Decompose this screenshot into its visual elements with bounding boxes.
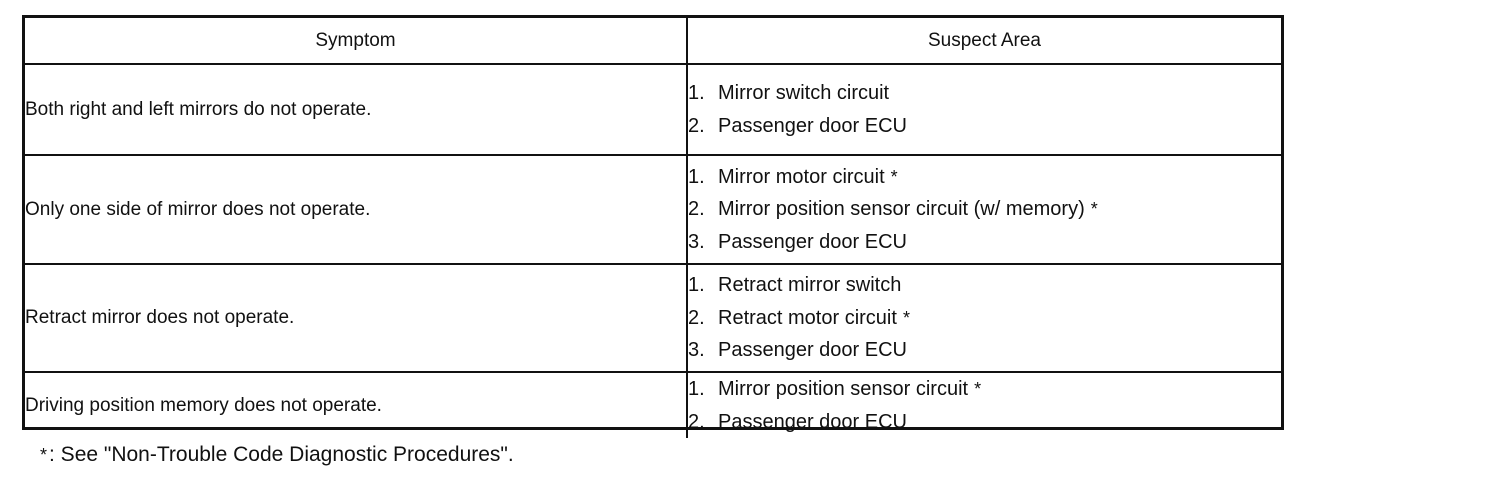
asterisk-icon: * xyxy=(890,166,898,187)
item-text: Mirror switch circuit xyxy=(718,82,890,104)
item-text: Mirror position sensor circuit xyxy=(718,378,969,400)
symptom-cell: Both right and left mirrors do not opera… xyxy=(25,63,688,156)
list-item: 3. Passenger door ECU xyxy=(688,334,1281,367)
symptom-cell: Driving position memory does not operate… xyxy=(25,371,688,438)
list-item: 1. Mirror switch circuit xyxy=(688,77,1281,110)
list-item: 1. Mirror position sensor circuit* xyxy=(688,373,1281,406)
item-text: Retract mirror switch xyxy=(718,274,902,297)
item-number: 1. xyxy=(688,82,705,104)
header-symptom: Symptom xyxy=(25,18,688,65)
item-number: 3. xyxy=(688,339,705,362)
item-text: Mirror motor circuit xyxy=(718,165,885,188)
footnote-text: : See "Non-Trouble Code Diagnostic Proce… xyxy=(49,443,514,466)
item-number: 2. xyxy=(688,114,705,137)
item-number: 2. xyxy=(688,410,705,433)
asterisk-icon: * xyxy=(1090,199,1098,220)
item-text: Passenger door ECU xyxy=(718,230,907,253)
item-text: Passenger door ECU xyxy=(718,410,907,433)
item-text: Retract motor circuit xyxy=(718,306,897,329)
item-text: Passenger door ECU xyxy=(718,339,907,362)
item-text: Mirror position sensor circuit (w/ memor… xyxy=(718,198,1085,221)
item-number: 1. xyxy=(688,165,705,188)
suspect-list: 1. Retract mirror switch 2. Retract motor … xyxy=(688,269,1281,367)
list-item: 2. Retract motor circuit* xyxy=(688,302,1281,335)
table-row: Driving position memory does not operate… xyxy=(25,371,1281,438)
list-item: 2. Passenger door ECU xyxy=(688,406,1281,439)
footnote: *: See "Non-Trouble Code Diagnostic Proc… xyxy=(40,443,514,467)
suspect-area-cell: 1. Mirror position sensor circuit* 2. Pass… xyxy=(686,371,1281,438)
list-item: 3. Passenger door ECU xyxy=(688,226,1281,259)
table-row: Both right and left mirrors do not opera… xyxy=(25,63,1281,156)
table-row: Retract mirror does not operate. 1. Retra… xyxy=(25,263,1281,373)
header-row: Symptom Suspect Area xyxy=(25,18,1281,65)
list-item: 2. Passenger door ECU xyxy=(688,110,1281,143)
item-number: 1. xyxy=(688,378,705,400)
suspect-area-cell: 1. Retract mirror switch 2. Retract motor … xyxy=(686,263,1281,373)
suspect-list: 1.Mirror motor circuit* 2.Mirror positio… xyxy=(688,161,1281,259)
table-row: Only one side of mirror does not operate… xyxy=(25,154,1281,265)
symptom-cell: Only one side of mirror does not operate… xyxy=(25,154,688,265)
list-item: 2. Mirror position sensor circuit (w/ mem… xyxy=(688,193,1281,226)
item-text: Passenger door ECU xyxy=(718,114,907,137)
item-number: 2. xyxy=(688,198,705,221)
asterisk-icon: * xyxy=(902,307,910,328)
suspect-area-cell: 1.Mirror motor circuit* 2.Mirror positio… xyxy=(686,154,1281,265)
item-number: 2. xyxy=(688,306,705,329)
list-item: 1. Mirror motor circuit* xyxy=(688,161,1281,194)
suspect-list: 1. Mirror position sensor circuit* 2. Pass… xyxy=(688,373,1281,438)
asterisk-icon: * xyxy=(40,445,48,465)
suspect-area-cell: 1. Mirror switch circuit 2. Passenger door… xyxy=(686,63,1281,156)
suspect-list: 1. Mirror switch circuit 2. Passenger door… xyxy=(688,77,1281,142)
diagnostic-table-frame: Symptom Suspect Area Both right and left… xyxy=(22,15,1284,438)
item-number: 3. xyxy=(688,230,705,253)
diagnostic-table: Symptom Suspect Area Both right and left… xyxy=(25,18,1281,438)
item-number: 1. xyxy=(688,274,705,297)
symptom-cell: Retract mirror does not operate. xyxy=(25,263,688,373)
header-suspect-area: Suspect Area xyxy=(686,18,1281,65)
list-item: 1. Retract mirror switch xyxy=(688,269,1281,302)
asterisk-icon: * xyxy=(974,379,982,399)
